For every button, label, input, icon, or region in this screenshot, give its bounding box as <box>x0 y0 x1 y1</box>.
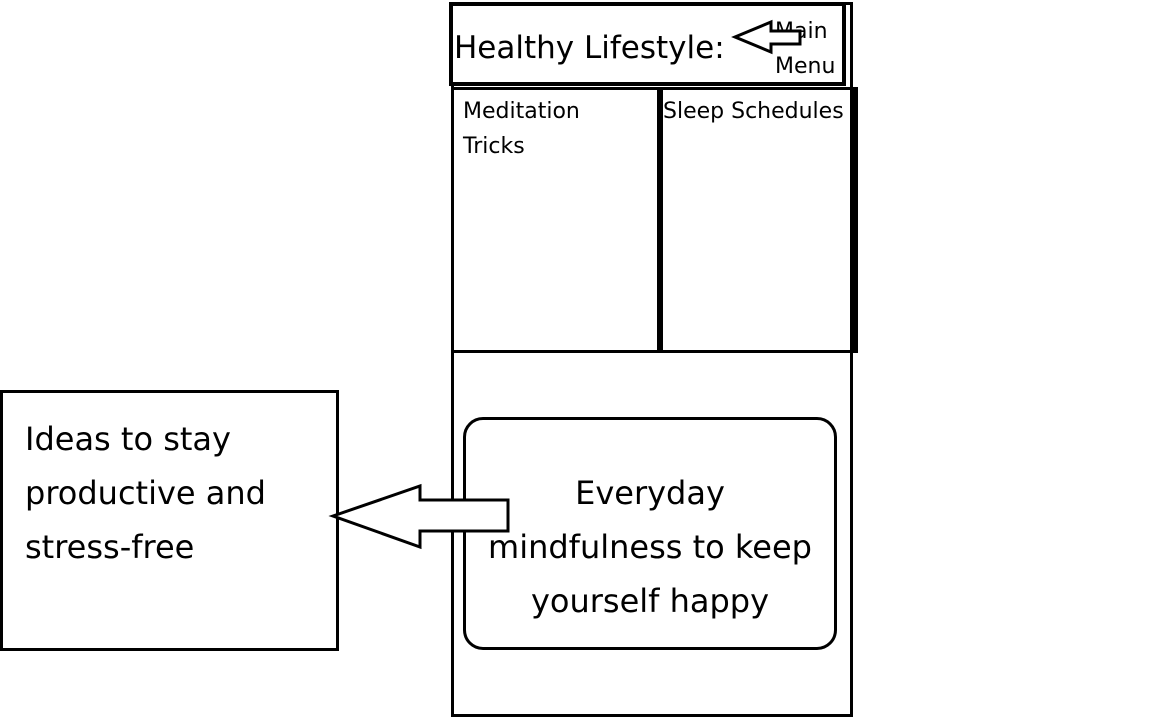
annotation-text: Ideas to stay productive and stress-free <box>25 412 325 574</box>
mindfulness-line2: mindfulness to keep <box>488 528 812 566</box>
main-menu-label-line1: Main <box>775 19 828 44</box>
main-menu-button[interactable]: Main Menu <box>775 14 835 84</box>
meditation-label-line1: Meditation <box>463 99 580 124</box>
meditation-tricks-label: Meditation Tricks <box>463 94 653 164</box>
page-title: Healthy Lifestyle: <box>454 30 725 66</box>
sleep-schedules-card[interactable] <box>657 87 858 353</box>
annotation-line3: stress-free <box>25 528 195 566</box>
meditation-label-line2: Tricks <box>463 134 525 159</box>
main-menu-label-line2: Menu <box>775 54 836 79</box>
annotation-line1: Ideas to stay <box>25 420 231 458</box>
sleep-schedules-label: Sleep Schedules <box>663 99 844 124</box>
annotation-line2: productive and <box>25 474 266 512</box>
mindfulness-line3: yourself happy <box>530 582 770 620</box>
mindfulness-line1: Everyday <box>575 474 725 512</box>
mindfulness-text: Everyday mindfulness to keep yourself ha… <box>463 466 837 628</box>
